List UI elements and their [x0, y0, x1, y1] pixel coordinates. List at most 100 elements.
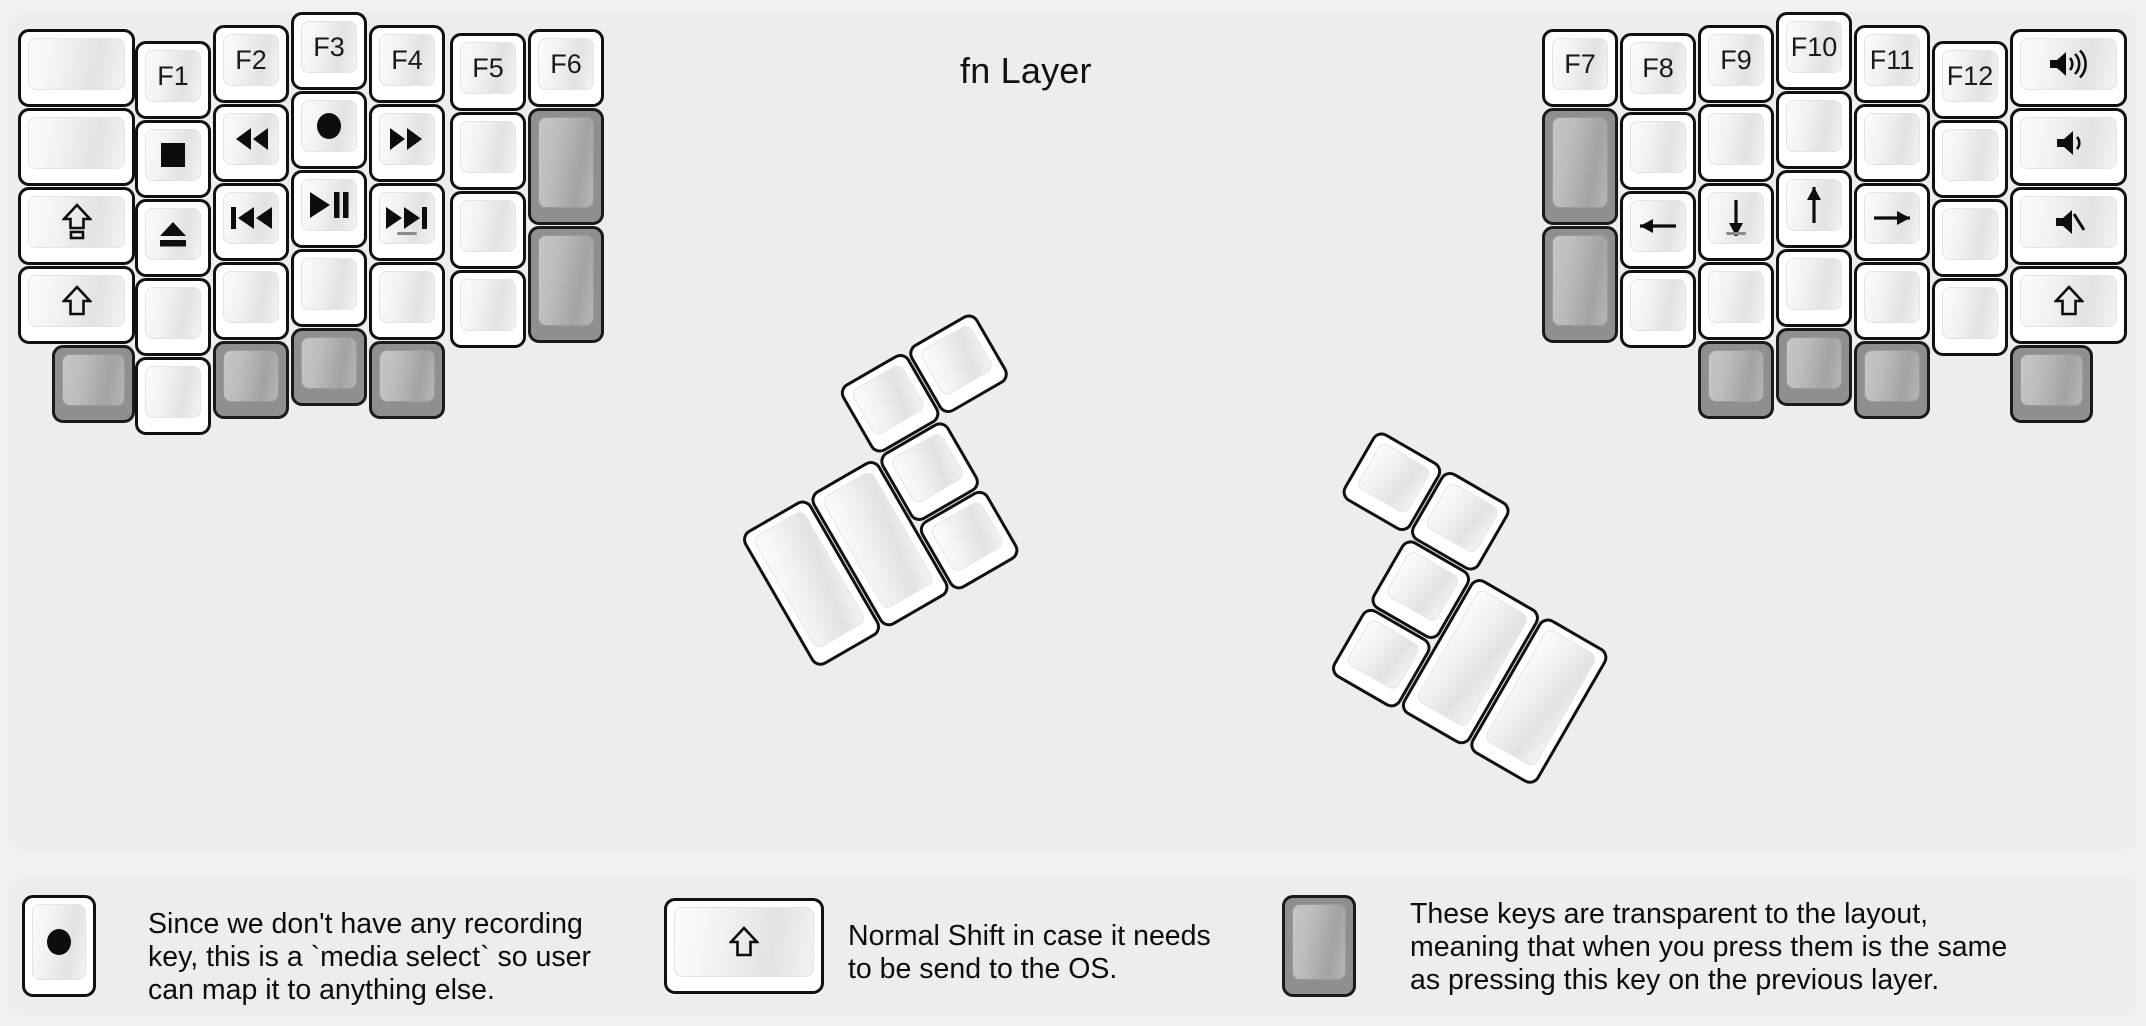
key-col-index-r4[interactable] [369, 262, 445, 340]
key-col-pinky-r4[interactable] [135, 278, 211, 356]
keycap-face [28, 117, 125, 169]
key-col-pinky-r1[interactable]: F1 [135, 41, 211, 119]
key-col-ring-r3[interactable] [1854, 183, 1930, 261]
keycap-face [1355, 441, 1432, 516]
keycap-face [1708, 350, 1764, 402]
key-col-middle-r1[interactable]: F10 [1776, 12, 1852, 90]
key-col-pinky-r1[interactable]: F12 [1932, 41, 2008, 119]
key-col-pinky-r3[interactable] [1932, 199, 2008, 277]
volume-up-icon [2047, 49, 2091, 79]
keycap-face [301, 179, 357, 231]
key-col-index-r3[interactable] [369, 183, 445, 261]
keycap-face [1345, 617, 1422, 692]
key-col-index-r3[interactable] [1698, 183, 1774, 261]
key-col-ring-r4[interactable] [1854, 262, 1930, 340]
legend-key-legend-shift[interactable] [664, 898, 824, 994]
key-col-index-inner-r4[interactable] [450, 270, 526, 348]
key-col-index-inner-r4[interactable] [1620, 270, 1696, 348]
key-col-ring-r3[interactable] [213, 183, 289, 261]
keycap-face [379, 192, 435, 244]
key-col-pinky-outer-r4[interactable] [2010, 266, 2127, 344]
key-col-inner-r2-transparent[interactable] [1542, 108, 1618, 225]
legend-key-legend-record[interactable] [22, 895, 96, 997]
keycap-face [1292, 904, 1346, 980]
key-col-pinky-outer-r1[interactable] [2010, 29, 2127, 107]
key-col-inner-r3-transparent[interactable] [528, 226, 604, 343]
key-label: F4 [391, 44, 423, 75]
keycap-face [28, 196, 125, 248]
key-col-middle-r2[interactable] [1776, 91, 1852, 169]
key-col-middle-r5-transparent[interactable] [291, 328, 367, 406]
key-col-pinky-outer-r3[interactable] [2010, 187, 2127, 265]
key-col-pinky-outer-r5-transparent[interactable] [52, 345, 135, 423]
key-col-index-inner-r2[interactable] [1620, 112, 1696, 190]
key-col-middle-r2[interactable] [291, 91, 367, 169]
key-label: F1 [157, 60, 189, 91]
keycap-face [1552, 235, 1608, 326]
key-col-pinky-r3[interactable] [135, 199, 211, 277]
key-col-ring-r1[interactable]: F2 [213, 25, 289, 103]
key-col-index-r5-transparent[interactable] [369, 341, 445, 419]
key-col-ring-r1[interactable]: F11 [1854, 25, 1930, 103]
keycap-face [301, 100, 357, 152]
key-col-ring-r5-transparent[interactable] [1854, 341, 1930, 419]
legend-key-legend-transparent[interactable] [1282, 895, 1356, 997]
keycap-face [2020, 38, 2117, 90]
keycap-face [1384, 549, 1461, 624]
key-col-middle-r4[interactable] [1776, 249, 1852, 327]
keycap-face [918, 323, 995, 398]
key-col-index-r1[interactable]: F4 [369, 25, 445, 103]
keycap-face [849, 362, 927, 437]
key-col-index-inner-r2[interactable] [450, 112, 526, 190]
key-col-ring-r2[interactable] [1854, 104, 1930, 182]
keycap-face [1786, 100, 1842, 152]
key-col-middle-r5-transparent[interactable] [1776, 328, 1852, 406]
key-col-pinky-outer-r1[interactable] [18, 29, 135, 107]
key-col-middle-r3[interactable] [1776, 170, 1852, 248]
key-col-index-inner-r1[interactable]: F5 [450, 33, 526, 111]
key-col-pinky-outer-r4[interactable] [18, 266, 135, 344]
key-col-middle-r3[interactable] [291, 170, 367, 248]
key-col-middle-r1[interactable]: F3 [291, 12, 367, 90]
legend-text-legend-shift: Normal Shift in case it needs to be send… [848, 920, 1211, 986]
key-label: F12 [1946, 60, 1994, 91]
key-col-index-inner-r3[interactable] [450, 191, 526, 269]
key-label: F5 [472, 52, 504, 83]
key-col-ring-r2[interactable] [213, 104, 289, 182]
key-col-pinky-outer-r5-transparent[interactable] [2010, 345, 2093, 423]
shift-arrow-icon [729, 926, 759, 958]
keycap-face [1424, 480, 1501, 555]
key-col-inner-r2-transparent[interactable] [528, 108, 604, 225]
keycap-face [460, 121, 516, 173]
key-col-inner-r1[interactable]: F6 [528, 29, 604, 107]
keycap-face [301, 258, 357, 310]
key-col-index-inner-r3[interactable] [1620, 191, 1696, 269]
key-col-inner-r3-transparent[interactable] [1542, 226, 1618, 343]
keycap-face: F12 [1942, 50, 1998, 102]
keycap-face [1786, 258, 1842, 310]
key-col-index-r2[interactable] [1698, 104, 1774, 182]
key-col-index-r5-transparent[interactable] [1698, 341, 1774, 419]
key-col-pinky-r2[interactable] [1932, 120, 2008, 198]
key-col-pinky-r5[interactable] [135, 357, 211, 435]
key-col-index-r2[interactable] [369, 104, 445, 182]
key-col-pinky-r2[interactable] [135, 120, 211, 198]
key-col-index-r1[interactable]: F9 [1698, 25, 1774, 103]
key-col-pinky-outer-r3[interactable] [18, 187, 135, 265]
key-col-pinky-outer-r2[interactable] [18, 108, 135, 186]
key-col-pinky-outer-r2[interactable] [2010, 108, 2127, 186]
keycap-face: F1 [145, 50, 201, 102]
key-col-index-r4[interactable] [1698, 262, 1774, 340]
key-label: F7 [1564, 48, 1596, 79]
keycap-face [1786, 337, 1842, 389]
key-col-pinky-r4[interactable] [1932, 278, 2008, 356]
volume-down-icon [2054, 128, 2084, 158]
key-col-index-inner-r1[interactable]: F8 [1620, 33, 1696, 111]
key-col-middle-r4[interactable] [291, 249, 367, 327]
key-col-ring-r5-transparent[interactable] [213, 341, 289, 419]
arrow-right-icon [1872, 206, 1912, 230]
key-col-ring-r4[interactable] [213, 262, 289, 340]
keycap-face: F7 [1552, 38, 1608, 90]
keycap-face [2020, 196, 2117, 248]
key-col-inner-r1[interactable]: F7 [1542, 29, 1618, 107]
